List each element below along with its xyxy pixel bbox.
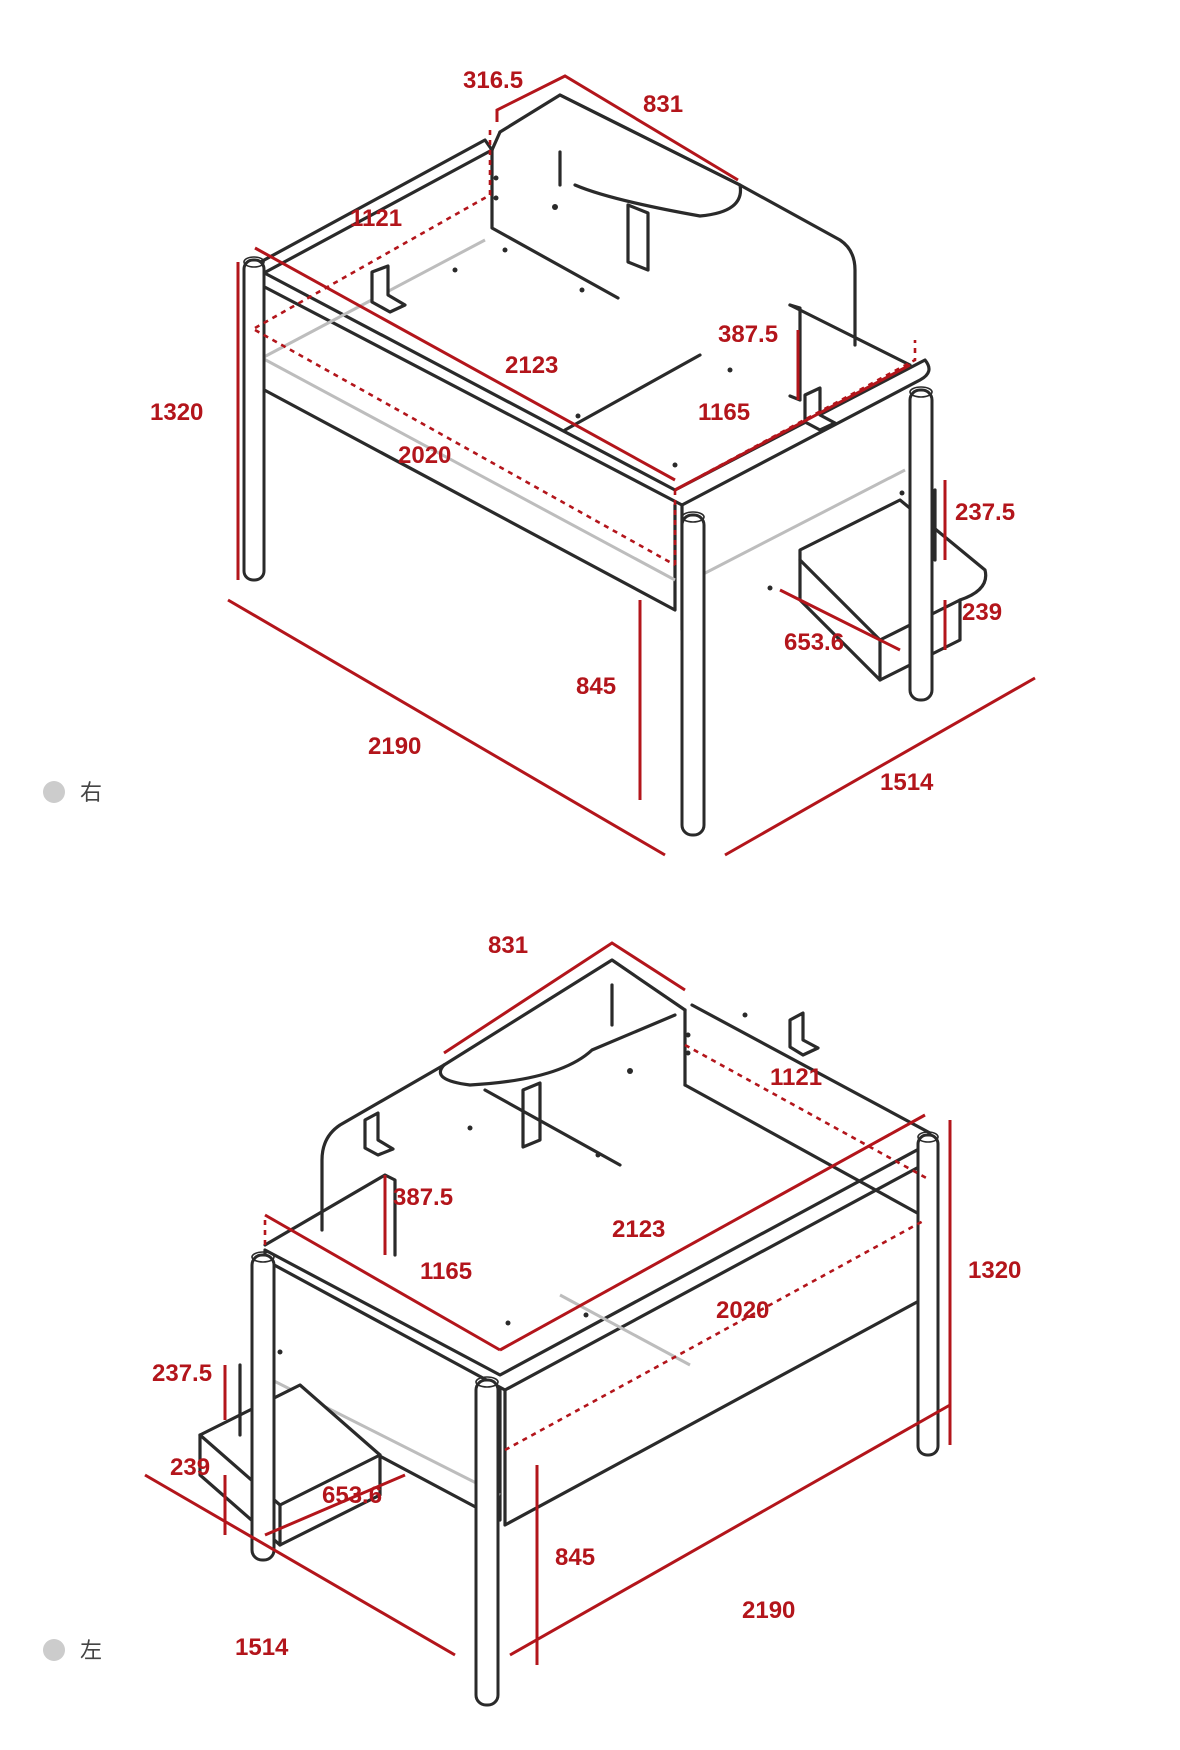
- dim-overall-width: 1514: [880, 769, 934, 796]
- dim-overall-width: 1514: [235, 1634, 289, 1661]
- bed-diagram-right: 316.5 831 1121 387.5 2123 1165 1320 2020…: [43, 67, 1036, 857]
- dim-overall-length: 2190: [368, 733, 421, 760]
- dim-step-lower: 239: [962, 599, 1002, 626]
- dim-inner-length: 2123: [505, 352, 558, 379]
- caption-text: 右: [80, 781, 102, 806]
- dim-step-upper: 237.5: [152, 1360, 212, 1387]
- dimension-labels: 831 1121 387.5 2123 1165 1320 2020 237.5…: [152, 932, 1021, 1661]
- dim-under-clearance: 845: [555, 1544, 595, 1571]
- view-caption: 右: [43, 781, 102, 806]
- leg: [916, 1133, 940, 1457]
- dim-shelf-width: 831: [643, 91, 683, 118]
- bed-diagram-left: 831 1121 387.5 2123 1165 1320 2020 237.5…: [43, 932, 1021, 1707]
- leg: [250, 1253, 276, 1562]
- leg: [680, 513, 706, 837]
- dim-inner-width: 1121: [350, 205, 402, 232]
- leg: [908, 388, 934, 702]
- caption-dot: [43, 781, 65, 803]
- dim-guard-height: 387.5: [718, 321, 778, 348]
- dim-step-lower: 239: [170, 1454, 210, 1481]
- caption-dot: [43, 1639, 65, 1661]
- dimension-lines: [227, 74, 1036, 857]
- bed-frame-drawing: [198, 958, 940, 1707]
- dim-total-height: 1320: [968, 1257, 1021, 1284]
- dim-mattress-length: 2020: [716, 1297, 769, 1324]
- dim-inner-width: 1121: [770, 1064, 822, 1091]
- dim-step-upper: 237.5: [955, 499, 1015, 526]
- dimension-lines: [144, 941, 952, 1665]
- view-caption: 左: [43, 1639, 102, 1664]
- dimension-labels: 316.5 831 1121 387.5 2123 1165 1320 2020…: [150, 67, 1015, 796]
- dim-mattress-length: 2020: [398, 442, 451, 469]
- leg: [242, 258, 266, 582]
- dim-step-width: 653.6: [322, 1482, 382, 1509]
- leg: [474, 1378, 500, 1707]
- dim-opening: 1165: [698, 399, 750, 426]
- dim-overall-length: 2190: [742, 1597, 795, 1624]
- dim-under-clearance: 845: [576, 673, 616, 700]
- caption-text: 左: [80, 1639, 102, 1664]
- dim-step-width: 653.6: [784, 629, 844, 656]
- dim-shelf-width: 831: [488, 932, 528, 959]
- dim-inner-length: 2123: [612, 1216, 665, 1243]
- dim-guard-height: 387.5: [393, 1184, 453, 1211]
- dim-opening: 1165: [420, 1258, 472, 1285]
- dim-shelf-depth: 316.5: [463, 67, 523, 94]
- dim-total-height: 1320: [150, 399, 203, 426]
